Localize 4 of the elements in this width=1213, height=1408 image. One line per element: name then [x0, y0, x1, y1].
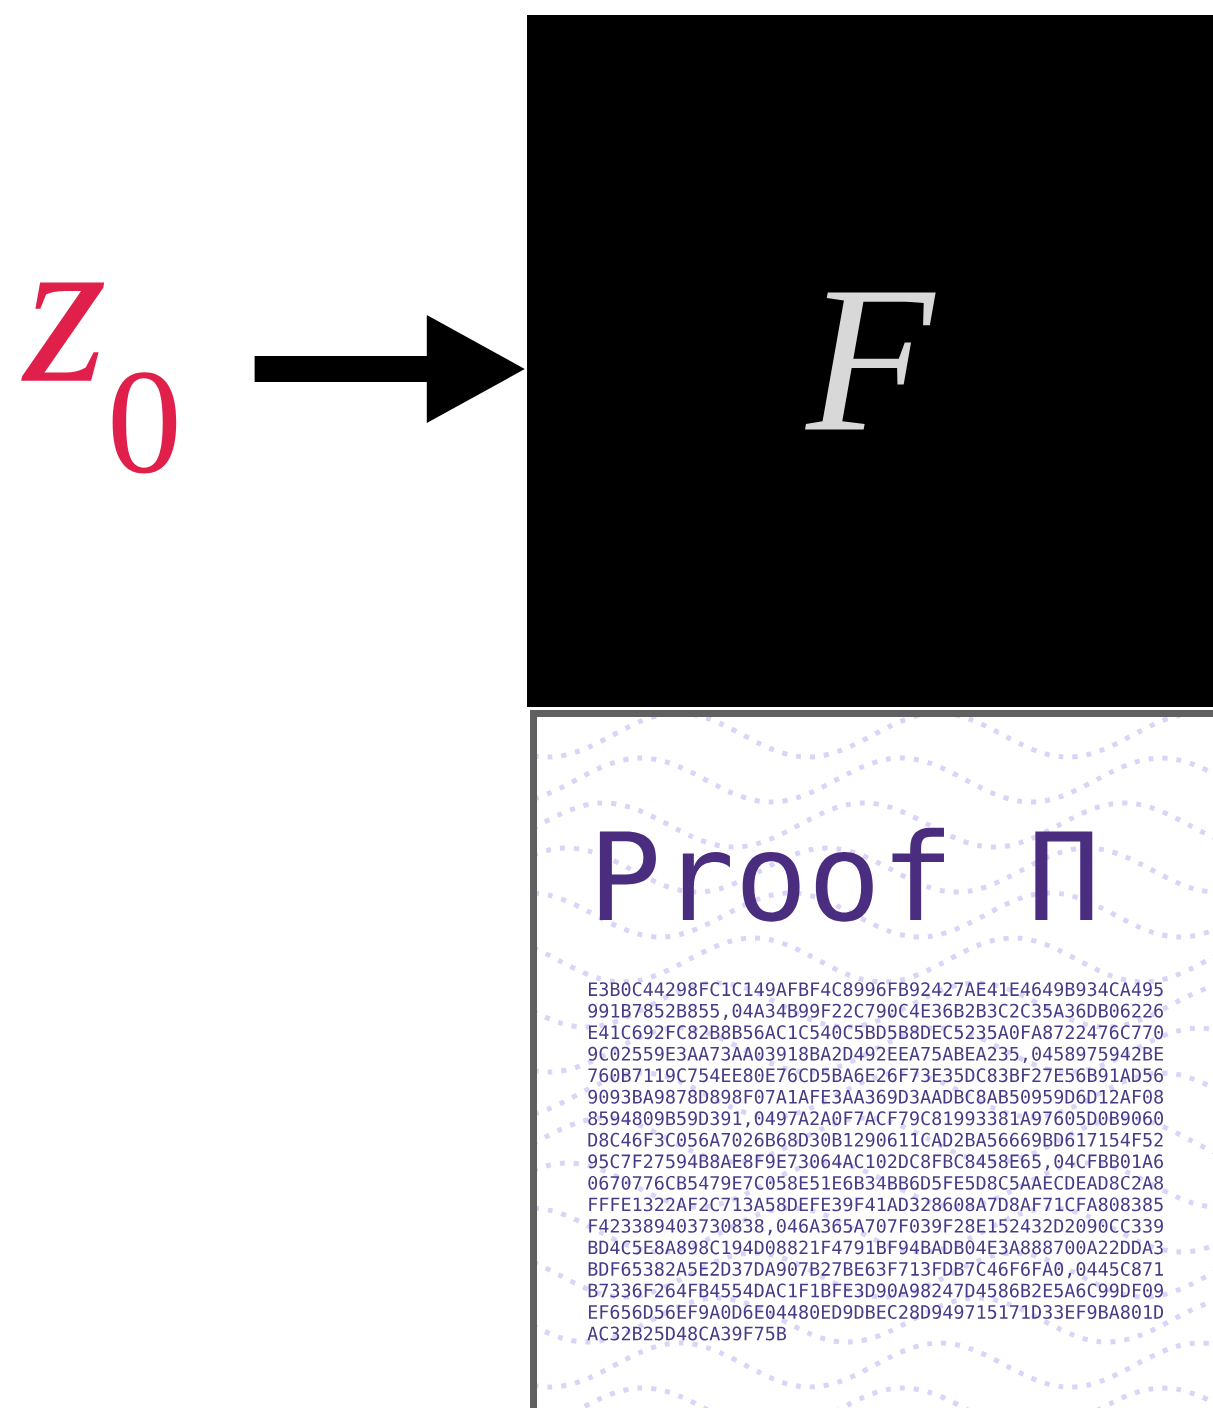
hex-string: E3B0C44298FC1C149AFBF4C8996FB92427AE41E4649B934CA495991B7852B855,04A34B99F22C790C4E36B2B3C2C35A36DB06226E41C692FC82B8B56AC1C540C5BD5B8DEC5235A0FA8722476C7709C02559E3AA73AA03918BA2D492EEA75ABEA235,0458975942BE760B7119C754EE80E76CD5BA6E26F73E35DC83BF27E56B91AD569093BA9878D898F07A1AFE3AA369D3AADBC8AB50959D6D12AF088594809B59D391,0497A2A0F7ACF79C81993381A97605D0B9060D8C46F3C056A7026B68D30B1290611CAD2BA56669BD617154F5295C7F27594B8AE8F9E73064AC102DC8FBC8458E65,04CFBB01A60670776CB5479E7C058E51E6B34BB6D5FE5D8C5AAECDEAD8C2A8FFFE1322AF2C713A58DEFE39F41AD328608A7D8AF71CFA808385F423389403730838,046A365A707F039F28E152432D2090CC339BD4C5E8A898C194D08821F4791BF94BADB04E3A888700A22DDA3BDF65382A5E2D37DA907B27BE63F713FDB7C46F6FA0,0445C871B7336F264FB4554DAC1F1BFE3D90A98247D4586B2E5A6C99DF09EF656D56EF9A0D6E04480ED9DBEC28D949715171D33EF9BA801DAC32B25D48CA39F75B	[587, 982, 1164, 1341]
function-box: F	[527, 15, 1213, 707]
variable-label: z$_{0}$	[21, 282, 177, 474]
proof-title: Proof Π	[599, 827, 1093, 922]
